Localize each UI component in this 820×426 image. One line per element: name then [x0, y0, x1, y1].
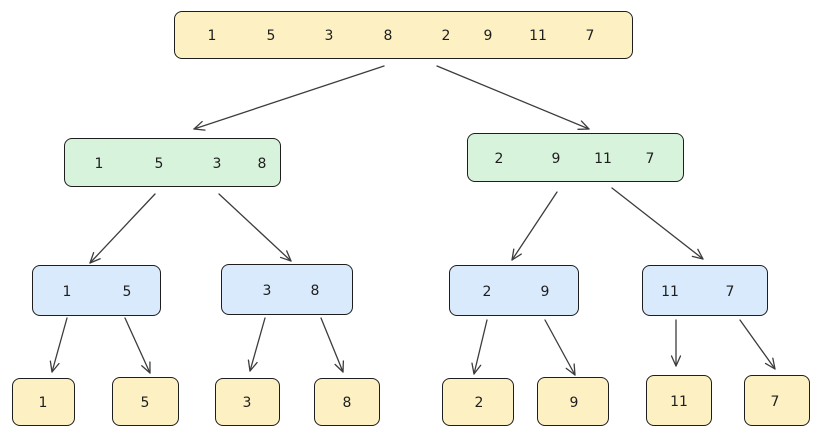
node-value: 1 [38, 395, 48, 411]
arrow-11 [473, 319, 488, 375]
arrowhead-12 [565, 363, 576, 376]
arrowhead-9 [247, 359, 258, 372]
arrow-10 [320, 317, 344, 373]
node-value: 2 [441, 28, 451, 44]
arrowhead-6 [691, 248, 704, 260]
node-single-6 [537, 377, 609, 426]
arrow-6 [611, 187, 704, 260]
arrow-5 [511, 191, 558, 261]
node-value: 7 [770, 393, 780, 410]
node-value: 11 [661, 283, 679, 300]
node-value: 9 [551, 150, 561, 167]
node-value: 3 [242, 395, 252, 411]
node-value: 2 [494, 150, 504, 167]
node-value: 7 [585, 28, 595, 44]
arrowhead-13 [670, 355, 682, 367]
node-single-3 [215, 378, 280, 426]
arrow-3 [89, 193, 156, 264]
node-value: 3 [262, 282, 272, 299]
node-value: 11 [670, 393, 688, 410]
node-value: 5 [140, 394, 150, 411]
node-value: 2 [482, 283, 492, 300]
arrow-9 [249, 317, 266, 372]
node-value: 8 [342, 395, 352, 411]
node-value: 5 [266, 28, 276, 44]
node-value: 9 [483, 28, 493, 44]
arrow-4 [218, 193, 292, 262]
arrowhead-1 [193, 120, 206, 131]
node-single-7 [646, 375, 712, 426]
node-half-2 [467, 133, 684, 182]
arrowhead-14 [764, 357, 776, 370]
node-value: 9 [569, 394, 579, 411]
arrow-12 [544, 319, 576, 376]
node-single-1 [12, 378, 75, 426]
node-quarter-3 [449, 265, 579, 316]
node-quarter-2 [221, 264, 353, 315]
node-value: 2 [474, 395, 484, 411]
node-value: 11 [594, 150, 612, 167]
node-value: 7 [725, 283, 735, 300]
node-quarter-4 [642, 265, 768, 316]
arrow-2 [436, 65, 590, 130]
node-value: 1 [62, 283, 72, 300]
node-value: 11 [529, 28, 547, 44]
node-single-2 [112, 377, 179, 426]
arrow-8 [124, 317, 151, 374]
node-half-1 [64, 138, 281, 187]
arrowhead-5 [511, 248, 522, 261]
arrowhead-11 [471, 362, 482, 375]
node-value: 5 [154, 155, 164, 172]
node-value: 7 [645, 150, 655, 167]
node-value: 1 [207, 28, 217, 44]
arrow-14 [739, 319, 776, 370]
node-value: 9 [540, 283, 550, 300]
node-value: 5 [122, 283, 132, 300]
node-value: 8 [310, 282, 320, 299]
node-full-array-1 [174, 11, 633, 59]
node-value: 3 [324, 28, 334, 44]
arrowhead-8 [141, 361, 151, 374]
arrowhead-2 [577, 120, 590, 130]
node-single-5 [442, 378, 514, 426]
node-value: 3 [212, 155, 222, 172]
arrowhead-4 [279, 250, 292, 262]
arrow-7 [51, 317, 68, 373]
arrowhead-10 [334, 360, 345, 373]
node-value: 8 [383, 28, 393, 44]
node-value: 8 [257, 155, 267, 172]
arrowhead-7 [49, 360, 60, 373]
node-value: 1 [94, 155, 104, 172]
arrowhead-3 [89, 251, 101, 264]
arrow-1 [193, 65, 385, 130]
node-quarter-1 [32, 265, 161, 316]
